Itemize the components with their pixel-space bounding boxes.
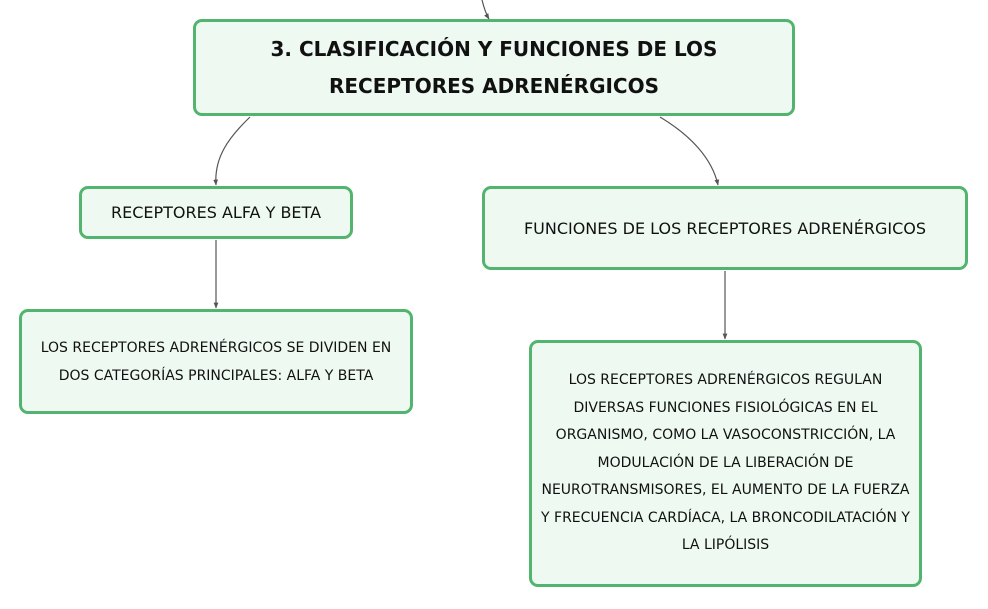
detail-node-receptores-alfa-beta[interactable]: LOS RECEPTORES ADRENÉRGICOS SE DIVIDEN E…	[19, 309, 413, 414]
topic-text-funciones-receptores: FUNCIONES DE LOS RECEPTORES ADRENÉRGICOS	[523, 218, 927, 238]
topic-node-funciones-receptores[interactable]: FUNCIONES DE LOS RECEPTORES ADRENÉRGICOS	[482, 186, 968, 270]
connector-parent-to-main	[481, 0, 490, 20]
detail-node-funciones-receptores[interactable]: LOS RECEPTORES ADRENÉRGICOS REGULAN DIVE…	[529, 340, 922, 587]
central-topic-node[interactable]: 3. CLASIFICACIÓN Y FUNCIONES DE LOS RECE…	[193, 19, 795, 116]
detail-text-funciones-receptores: LOS RECEPTORES ADRENÉRGICOS REGULAN DIVE…	[541, 372, 910, 554]
topic-node-receptores-alfa-beta[interactable]: RECEPTORES ALFA Y BETA	[79, 186, 353, 239]
connector-main-to-alfa-beta	[213, 116, 251, 186]
connector-main-to-funciones	[659, 116, 720, 186]
topic-text-receptores-alfa-beta: RECEPTORES ALFA Y BETA	[110, 203, 322, 222]
central-topic-text: 3. CLASIFICACIÓN Y FUNCIONES DE LOS RECE…	[270, 36, 718, 98]
detail-text-receptores-alfa-beta: LOS RECEPTORES ADRENÉRGICOS SE DIVIDEN E…	[40, 339, 392, 384]
